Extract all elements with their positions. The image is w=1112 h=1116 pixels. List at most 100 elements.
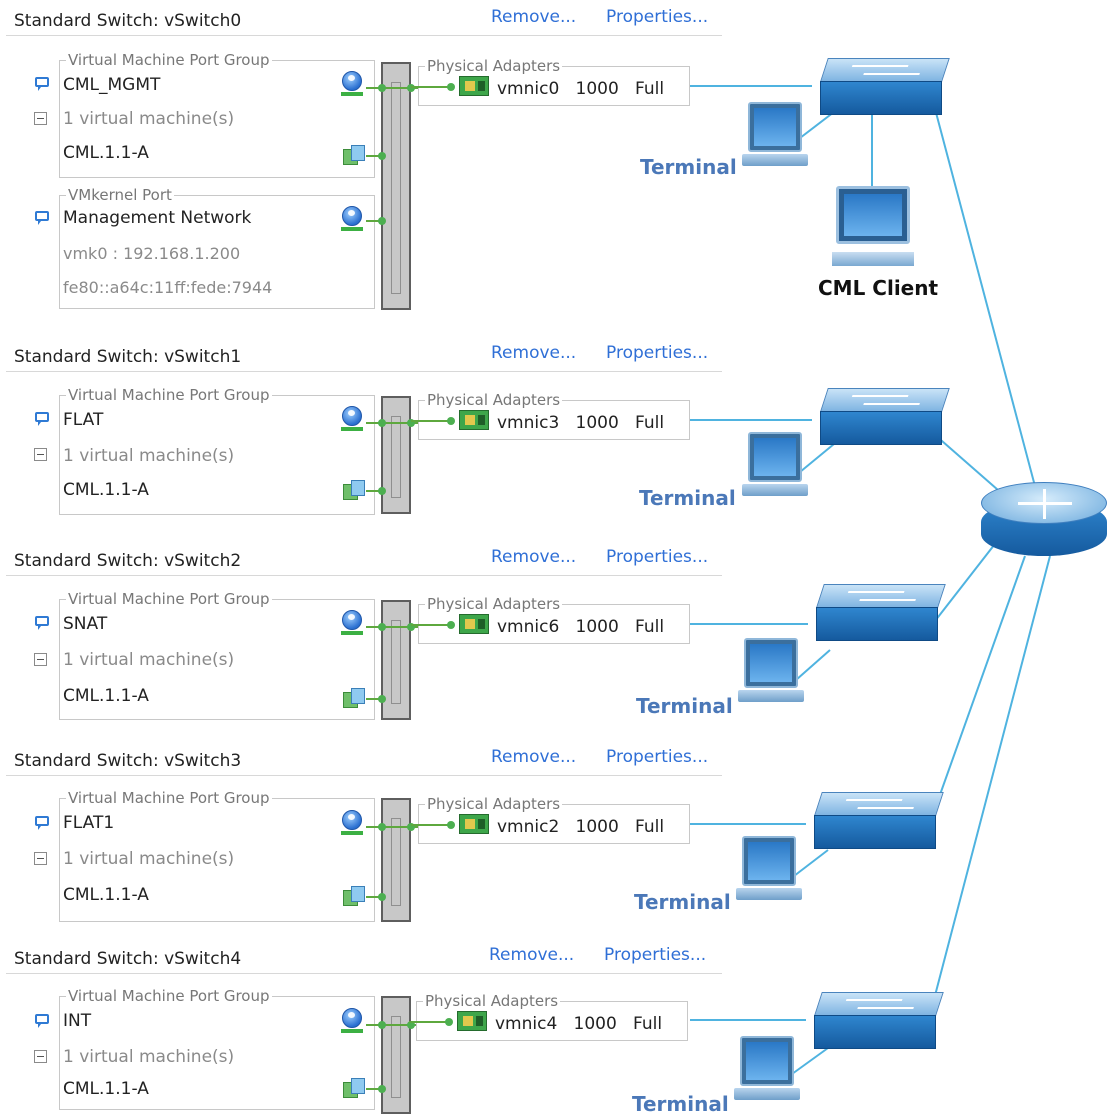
physical-adapters-legend: Physical Adapters [423, 992, 561, 1010]
physical-adapter-box: Physical Adapters vmnic3 1000 Full [411, 391, 690, 440]
collapse-icon[interactable] [34, 653, 47, 666]
terminal-label: Terminal [632, 1092, 729, 1116]
desktop-computer-icon [832, 186, 914, 272]
laptop-icon [742, 432, 808, 506]
uplink-line [366, 626, 422, 628]
comment-icon[interactable] [35, 616, 49, 630]
switch-title: Standard Switch: vSwitch3 [14, 751, 242, 771]
network-card-icon [459, 410, 489, 430]
cable [933, 433, 999, 491]
physical-adapter-box: Physical Adapters vmnic0 1000 Full [411, 57, 690, 106]
vmkernel-port-name[interactable]: Management Network [63, 208, 252, 228]
adapter-info[interactable]: vmnic4 1000 Full [495, 1014, 662, 1034]
comment-icon[interactable] [35, 412, 49, 426]
cable [791, 1047, 829, 1075]
port-dot [378, 823, 386, 831]
properties-link[interactable]: Properties... [606, 343, 709, 363]
port-group-name[interactable]: SNAT [63, 614, 108, 634]
port-group-legend: Virtual Machine Port Group [66, 590, 272, 608]
laptop-icon [734, 1036, 800, 1110]
port-group-legend: Virtual Machine Port Group [66, 789, 272, 807]
comment-icon[interactable] [35, 816, 49, 830]
comment-icon[interactable] [35, 1014, 49, 1028]
properties-link[interactable]: Properties... [604, 945, 707, 965]
adapter-info[interactable]: vmnic6 1000 Full [497, 617, 664, 637]
virtual-machine-icon [343, 145, 365, 165]
collapse-icon[interactable] [34, 112, 47, 125]
port-dot [407, 419, 415, 427]
network-switch-icon [816, 584, 946, 642]
switch-header: Standard Switch: vSwitch3 Remove... Prop… [0, 744, 722, 776]
port-dot [378, 623, 386, 631]
collapse-icon[interactable] [34, 448, 47, 461]
uplink-line [366, 155, 384, 157]
vm-count: 1 virtual machine(s) [63, 650, 235, 670]
uplink-line [366, 896, 384, 898]
properties-link[interactable]: Properties... [606, 747, 709, 767]
collapse-icon[interactable] [34, 852, 47, 865]
properties-link[interactable]: Properties... [606, 547, 709, 567]
port-dot [447, 621, 455, 629]
port-dot [407, 84, 415, 92]
port-dot [447, 83, 455, 91]
cable [925, 555, 1051, 1031]
terminal-label: Terminal [634, 890, 731, 914]
router-icon [981, 482, 1107, 556]
port-dot [378, 419, 386, 427]
port-group-legend: Virtual Machine Port Group [66, 987, 272, 1005]
terminal-label: Terminal [640, 155, 737, 179]
adapter-info[interactable]: vmnic0 1000 Full [497, 79, 664, 99]
virtual-switch-bar [381, 798, 411, 922]
network-globe-icon [341, 206, 363, 234]
properties-link[interactable]: Properties... [606, 7, 709, 27]
vm-name[interactable]: CML.1.1-A [63, 480, 149, 500]
remove-link[interactable]: Remove... [491, 7, 577, 27]
port-dot [445, 1018, 453, 1026]
vm-name[interactable]: CML.1.1-A [63, 686, 149, 706]
divider [6, 575, 722, 576]
remove-link[interactable]: Remove... [489, 945, 575, 965]
comment-icon[interactable] [35, 211, 49, 225]
port-dot [407, 823, 415, 831]
port-group-box: Virtual Machine Port Group CML_MGMT 1 vi… [59, 51, 375, 178]
remove-link[interactable]: Remove... [491, 343, 577, 363]
adapter-info[interactable]: vmnic3 1000 Full [497, 413, 664, 433]
uplink-line [366, 422, 422, 424]
port-dot [378, 1021, 386, 1029]
comment-icon[interactable] [35, 77, 49, 91]
switch-title: Standard Switch: vSwitch1 [14, 347, 242, 367]
port-group-name[interactable]: FLAT [63, 410, 104, 430]
cable [799, 443, 835, 473]
uplink-line [366, 1088, 384, 1090]
adapter-name: vmnic2 [497, 817, 560, 837]
port-group-name[interactable]: INT [63, 1011, 92, 1031]
port-dot [407, 1021, 415, 1029]
physical-adapter-box: Physical Adapters vmnic2 1000 Full [411, 795, 690, 844]
remove-link[interactable]: Remove... [491, 547, 577, 567]
port-group-name[interactable]: CML_MGMT [63, 75, 161, 95]
port-group-name[interactable]: FLAT1 [63, 813, 115, 833]
vm-name[interactable]: CML.1.1-A [63, 143, 149, 163]
network-card-icon [459, 614, 489, 634]
uplink-line [366, 826, 422, 828]
network-globe-icon [341, 71, 363, 99]
collapse-icon[interactable] [34, 1050, 47, 1063]
network-globe-icon [341, 406, 363, 434]
virtual-switch-bar [381, 600, 411, 720]
network-switch-icon [820, 58, 950, 116]
physical-adapter-box: Physical Adapters vmnic4 1000 Full [409, 992, 688, 1041]
adapter-speed: 1000 [575, 79, 619, 99]
adapter-duplex: Full [632, 1014, 663, 1034]
divider [6, 371, 722, 372]
adapter-info[interactable]: vmnic2 1000 Full [497, 817, 664, 837]
vm-name[interactable]: CML.1.1-A [63, 885, 149, 905]
cml-client-label: CML Client [818, 276, 939, 300]
physical-adapters-legend: Physical Adapters [425, 795, 563, 813]
port-dot [378, 487, 386, 495]
adapter-duplex: Full [634, 617, 665, 637]
remove-link[interactable]: Remove... [491, 747, 577, 767]
port-dot [378, 893, 386, 901]
vm-name[interactable]: CML.1.1-A [63, 1079, 149, 1099]
switch-title: Standard Switch: vSwitch4 [14, 949, 242, 969]
